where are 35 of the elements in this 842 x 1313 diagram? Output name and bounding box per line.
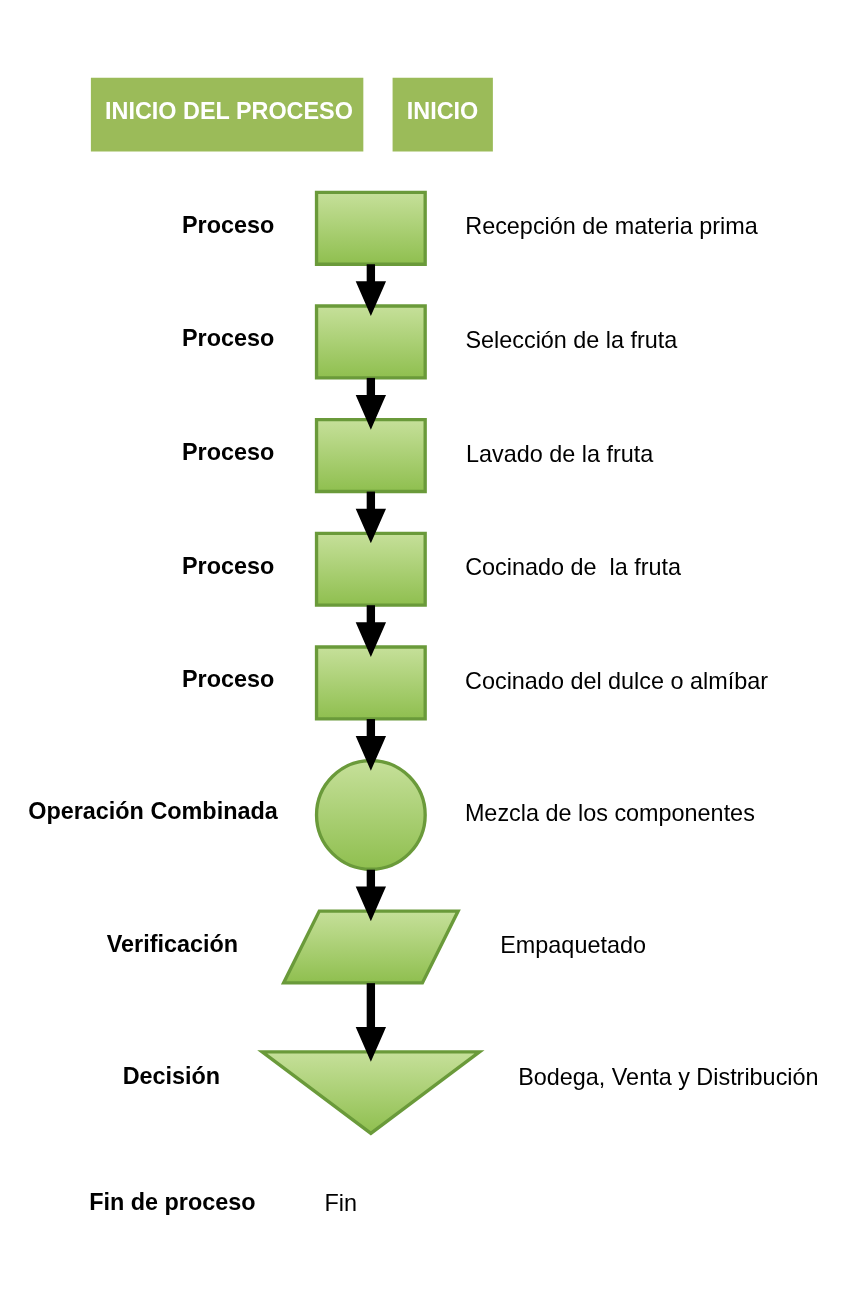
node-box xyxy=(314,190,427,266)
label: Operación Combinada xyxy=(28,797,278,824)
node-label: Bodega, Venta y Distribución xyxy=(518,1063,819,1090)
node-box xyxy=(314,303,427,380)
arrow xyxy=(355,491,387,543)
node-label: Selección de la fruta xyxy=(465,326,678,353)
node-label: Cocinado de la fruta xyxy=(465,553,682,580)
arrow xyxy=(355,718,386,771)
label: Proceso xyxy=(181,211,275,238)
node-box xyxy=(314,417,427,493)
arrow xyxy=(355,604,386,657)
arrow xyxy=(355,263,386,316)
node-label: Cocinado del dulce o almíbar xyxy=(465,667,769,694)
label: Proceso xyxy=(181,665,275,692)
label: Proceso xyxy=(181,324,275,351)
arrow xyxy=(355,869,386,921)
node-label: Lavado de la fruta xyxy=(466,440,654,467)
node-box xyxy=(314,644,427,720)
label: Fin de proceso xyxy=(89,1188,256,1215)
label: Fin xyxy=(324,1189,358,1216)
label: Proceso xyxy=(181,438,275,465)
node-label: Recepción de materia prima xyxy=(465,212,758,239)
label: Proceso xyxy=(181,552,275,579)
arrow xyxy=(355,982,386,1062)
node-box xyxy=(314,531,427,607)
node-parallelogram xyxy=(280,908,461,985)
node-triangle xyxy=(257,1049,485,1135)
label: Verificación xyxy=(106,930,239,957)
label: INICIO xyxy=(406,97,479,124)
label: Decisión xyxy=(122,1062,221,1089)
node-circle xyxy=(314,758,427,871)
node-label: Mezcla de los componentes xyxy=(464,799,755,826)
label: INICIO DEL PROCESO xyxy=(105,97,353,124)
arrow xyxy=(355,377,386,430)
node-label: Empaquetado xyxy=(500,931,646,958)
